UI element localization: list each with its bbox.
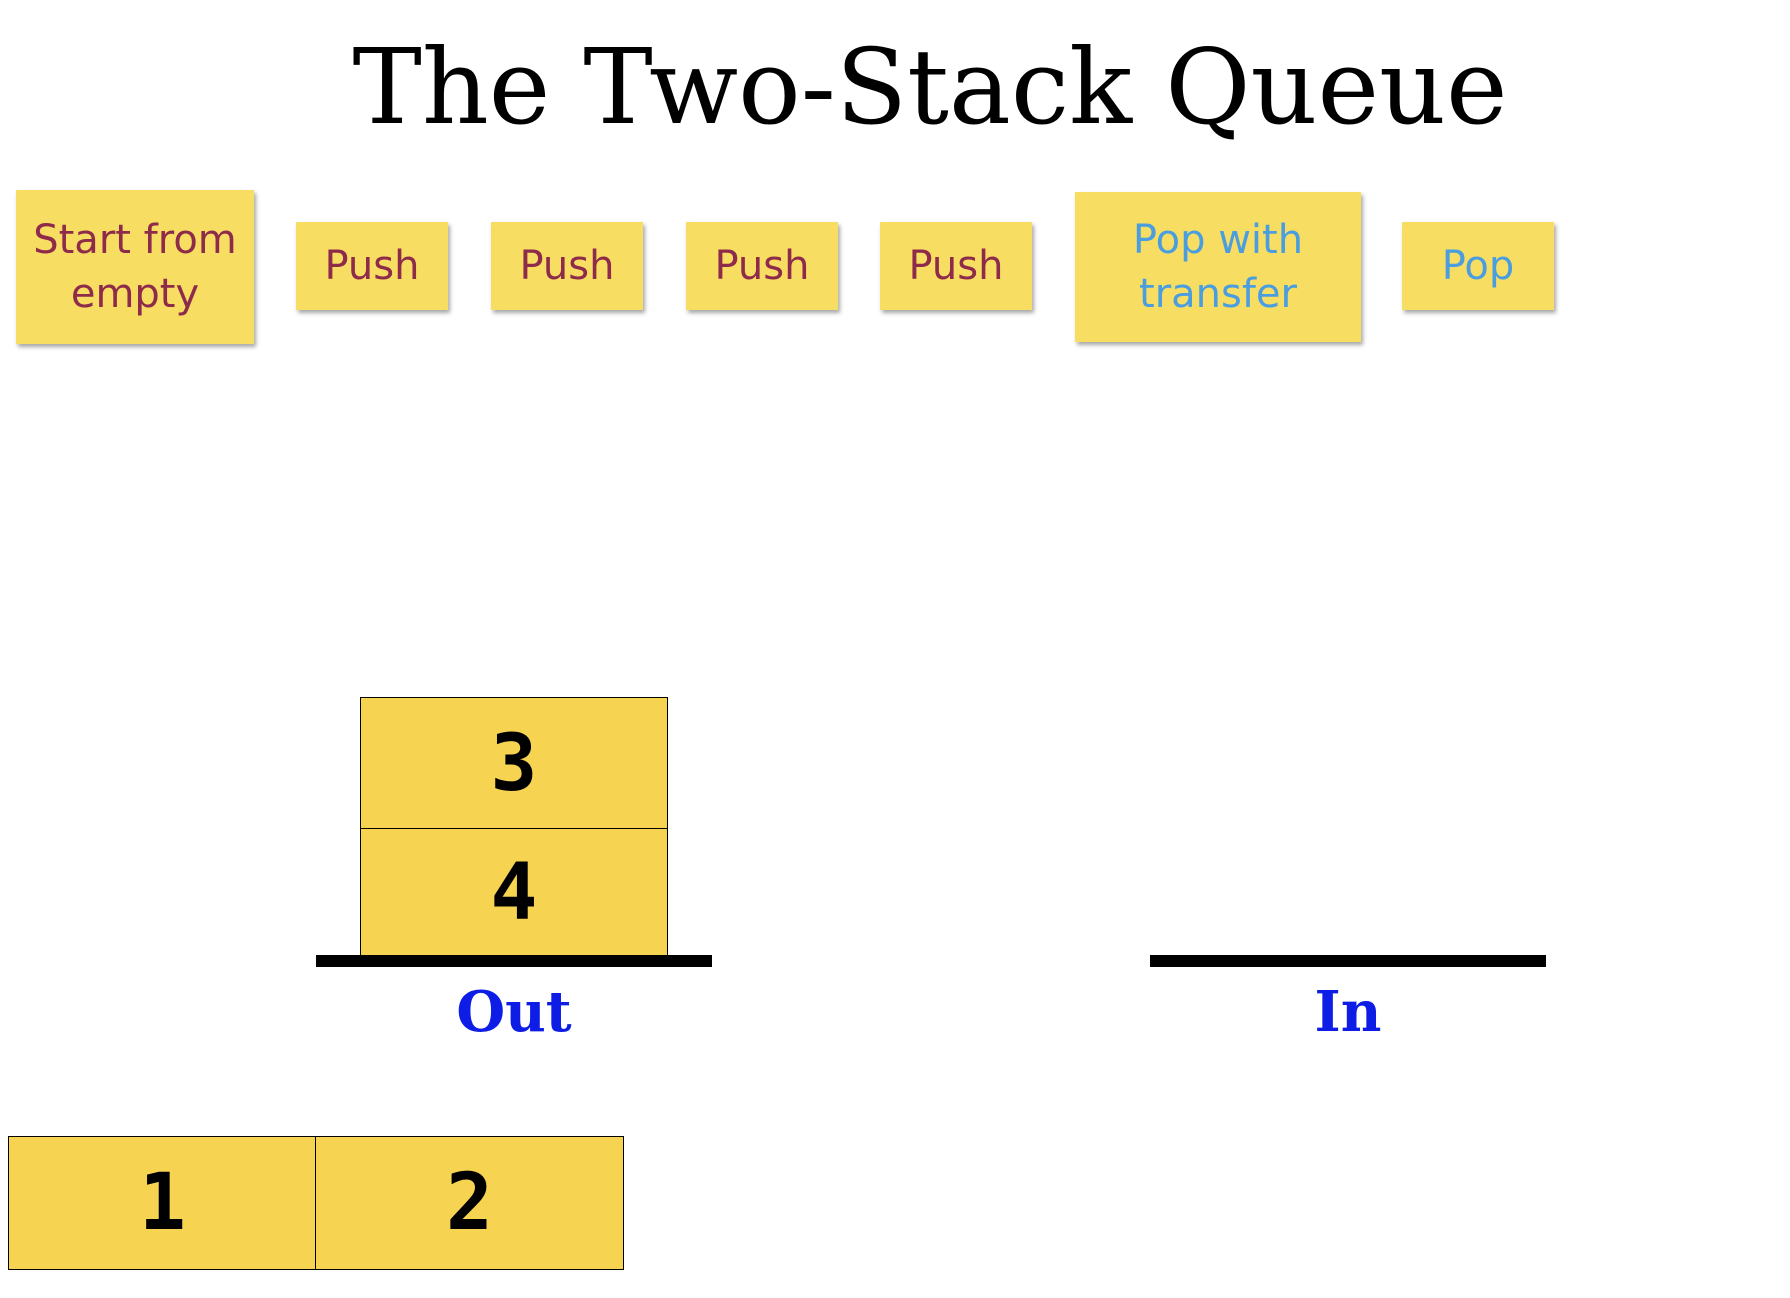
pop-button[interactable]: Pop <box>1402 222 1554 310</box>
out-stack-label: Out <box>456 979 572 1045</box>
page-title: The Two-Stack Queue <box>352 26 1508 148</box>
push-button-3[interactable]: Push <box>686 222 838 310</box>
push-button-4[interactable]: Push <box>880 222 1032 310</box>
dequeued-cell: 1 <box>8 1136 317 1270</box>
pop-with-transfer-button[interactable]: Pop with transfer <box>1075 192 1361 342</box>
in-stack-base <box>1150 955 1546 967</box>
dequeued-cell: 2 <box>315 1136 624 1270</box>
start-from-empty-button[interactable]: Start from empty <box>16 190 254 344</box>
in-stack-label: In <box>1314 979 1382 1045</box>
push-button-1[interactable]: Push <box>296 222 448 310</box>
out-stack-base <box>316 955 712 967</box>
out-stack-cell-top: 3 <box>360 697 668 830</box>
out-stack-cell-bottom: 4 <box>360 828 668 958</box>
push-button-2[interactable]: Push <box>491 222 643 310</box>
